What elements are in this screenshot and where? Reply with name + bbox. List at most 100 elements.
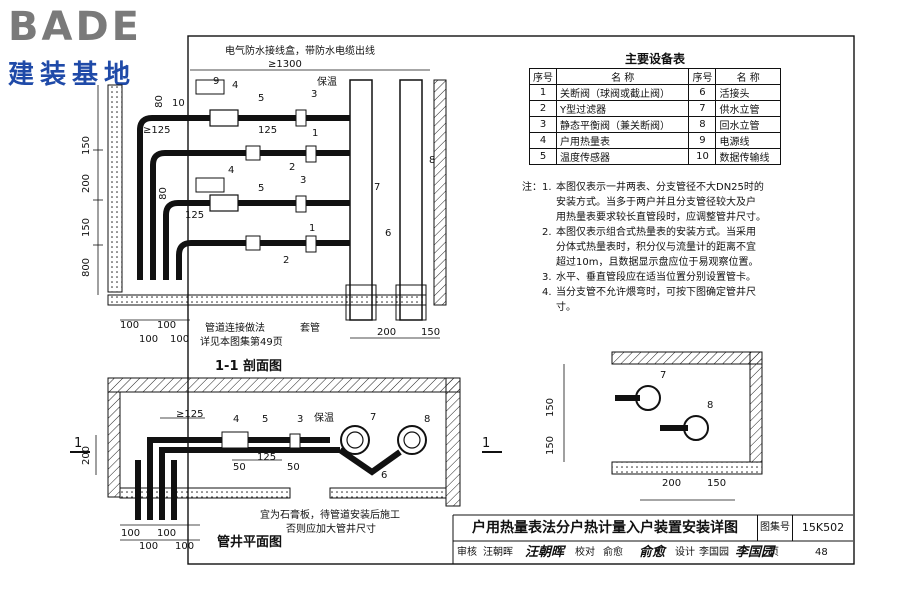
table-cell: 关断阀（球阀或截止阀） — [555, 84, 690, 101]
note-line: 用热量表要求较长直管段时，应调整管井尺寸。 — [556, 212, 766, 223]
header-name-2: 名 称 — [715, 68, 781, 85]
plan-return-riser — [397, 425, 427, 455]
detail-dim-200: 200 — [662, 478, 682, 489]
detail-part-7: 7 — [660, 370, 667, 381]
designer-signature: 李国园 — [735, 545, 775, 560]
plan-part-5: 5 — [262, 414, 269, 425]
note-line: 分体式热量表时，积分仪与流量计的距离不宜 — [556, 242, 756, 253]
dim-150-a: 150 — [81, 135, 93, 156]
plan-part-8: 8 — [424, 414, 431, 425]
table-row: 3 静态平衡阀（兼关断阀） 8 回水立管 — [529, 116, 781, 133]
header-no-1: 序号 — [529, 68, 557, 85]
detail-dim-150-c: 150 — [707, 478, 727, 489]
casing-right — [395, 284, 427, 321]
table-row: 4 户用热量表 9 电源线 — [529, 132, 781, 149]
part-7: 7 — [374, 182, 381, 193]
design-label: 设计 — [675, 547, 695, 558]
note-line: 水平、垂直管段应在适当位置分别设置管卡。 — [556, 272, 756, 283]
plan-heat-meter — [221, 431, 249, 449]
part-4-b: 4 — [228, 165, 235, 176]
dim-80-a: 80 — [153, 95, 165, 108]
title-block: 户用热量表法分户热计量入户装置安装详图 图集号 15K502 审核 汪朝晖 汪朝… — [453, 515, 853, 564]
note-line: 本图仅表示一井两表、分支管径不大DN25时的 — [556, 182, 764, 193]
supply-riser — [349, 79, 373, 321]
junction-box-upper — [195, 79, 225, 95]
dim-150-b: 150 — [81, 217, 93, 238]
plan-bottom-wall — [329, 487, 447, 499]
return-riser — [399, 79, 423, 321]
bade-logo: BADE 建装基地 — [8, 4, 178, 90]
y-strainer-2 — [245, 235, 261, 251]
plan-dim-50-a: 50 — [233, 462, 246, 473]
plan-part-6: 6 — [381, 470, 388, 481]
detail-view — [563, 351, 763, 501]
plan-dim-100-d: 100 — [175, 541, 195, 552]
y-strainer-1 — [245, 145, 261, 161]
detail-return-riser — [683, 415, 709, 441]
detail-dim-150-a: 150 — [545, 397, 557, 418]
heat-meter-lower — [209, 194, 239, 212]
plan-part-4: 4 — [233, 414, 240, 425]
detail-bottom-wall — [611, 461, 763, 475]
table-cell: 10 — [688, 148, 717, 165]
reviewer-name: 汪朝晖 — [483, 547, 513, 558]
plan-view — [70, 377, 502, 541]
note-line: 本图仅表示组合式热量表的安装方式。当采用 — [556, 227, 756, 238]
part-1-a: 1 — [312, 128, 319, 139]
logo-brand: BADE — [8, 4, 142, 50]
branch-pipe-1 — [137, 115, 350, 280]
dim-200-bottom: 200 — [377, 327, 397, 338]
part-10: 10 — [172, 98, 185, 109]
dim-gte125-section: ≥125 — [143, 125, 171, 136]
page-number: 48 — [815, 547, 828, 558]
dim-100-c: 100 — [157, 320, 177, 331]
table-row: 1 关断阀（球阀或截止阀） 6 活接头 — [529, 84, 781, 101]
part-3-a: 3 — [311, 89, 318, 100]
dim-100-b: 100 — [139, 334, 159, 345]
casing-left — [345, 284, 377, 321]
part-9: 9 — [213, 76, 220, 87]
plan-right-wall — [445, 377, 461, 507]
table-cell: 温度传感器 — [555, 148, 690, 165]
check-label: 校对 — [575, 547, 595, 558]
note-item: 注： 1. 本图仅表示一井两表、分支管径不大DN25时的 安装方式。当多于两户并… — [522, 180, 782, 225]
section-view-title: 1-1 剖面图 — [215, 359, 283, 374]
part-2-a: 2 — [289, 162, 296, 173]
table-cell: 电源线 — [715, 132, 781, 149]
note-line: 当分支管不允许煨弯时，可按下图确定管井尺 — [556, 287, 756, 298]
plan-left-wall — [107, 391, 121, 498]
detail-supply-riser — [635, 385, 661, 411]
table-cell: 供水立管 — [715, 100, 781, 117]
plan-part-7: 7 — [370, 412, 377, 423]
note-line: 超过10m，且数据显示盘应位于易观察位置。 — [556, 257, 759, 268]
section-view — [93, 69, 447, 339]
plan-gypsum-board — [119, 487, 291, 499]
pipe-connection-note-2: 详见本图集第49页 — [200, 337, 283, 348]
plan-dim-gte125: ≥125 — [176, 409, 204, 420]
header-name-1: 名 称 — [555, 68, 690, 85]
note-number: 3. — [542, 272, 552, 283]
note-item: 3. 水平、垂直管段应在适当位置分别设置管卡。 — [522, 270, 782, 285]
plan-return-branch — [338, 447, 402, 476]
table-cell: 8 — [688, 116, 717, 133]
header-no-2: 序号 — [688, 68, 717, 85]
detail-part-8: 8 — [707, 400, 714, 411]
note-item: 2. 本图仅表示组合式热量表的安装方式。当采用 分体式热量表时，积分仪与流量计的… — [522, 225, 782, 270]
section-mark-right: 1 — [482, 436, 491, 451]
table-cell: 静态平衡阀（兼关断阀） — [555, 116, 690, 133]
right-wall — [433, 79, 447, 306]
checker-name: 俞愈 — [603, 547, 623, 558]
plan-insulation-label: 保温 — [314, 413, 334, 424]
plan-part-3: 3 — [297, 414, 304, 425]
equipment-table: 序号 名 称 序号 名 称 1 关断阀（球阀或截止阀） 6 活接头 2 Y型过滤… — [529, 68, 781, 165]
left-wall — [107, 84, 123, 293]
table-row: 2 Y型过滤器 7 供水立管 — [529, 100, 781, 117]
plan-branch-2 — [159, 447, 340, 520]
table-cell: 4 — [529, 132, 557, 149]
table-row: 5 温度传感器 10 数据传输线 — [529, 148, 781, 165]
branch-pipe-4 — [176, 240, 350, 280]
table-cell: 户用热量表 — [555, 132, 690, 149]
table-cell: 回水立管 — [715, 116, 781, 133]
plan-branch-1 — [147, 437, 330, 520]
notes-block: 注： 1. 本图仅表示一井两表、分支管径不大DN25时的 安装方式。当多于两户并… — [522, 180, 782, 315]
